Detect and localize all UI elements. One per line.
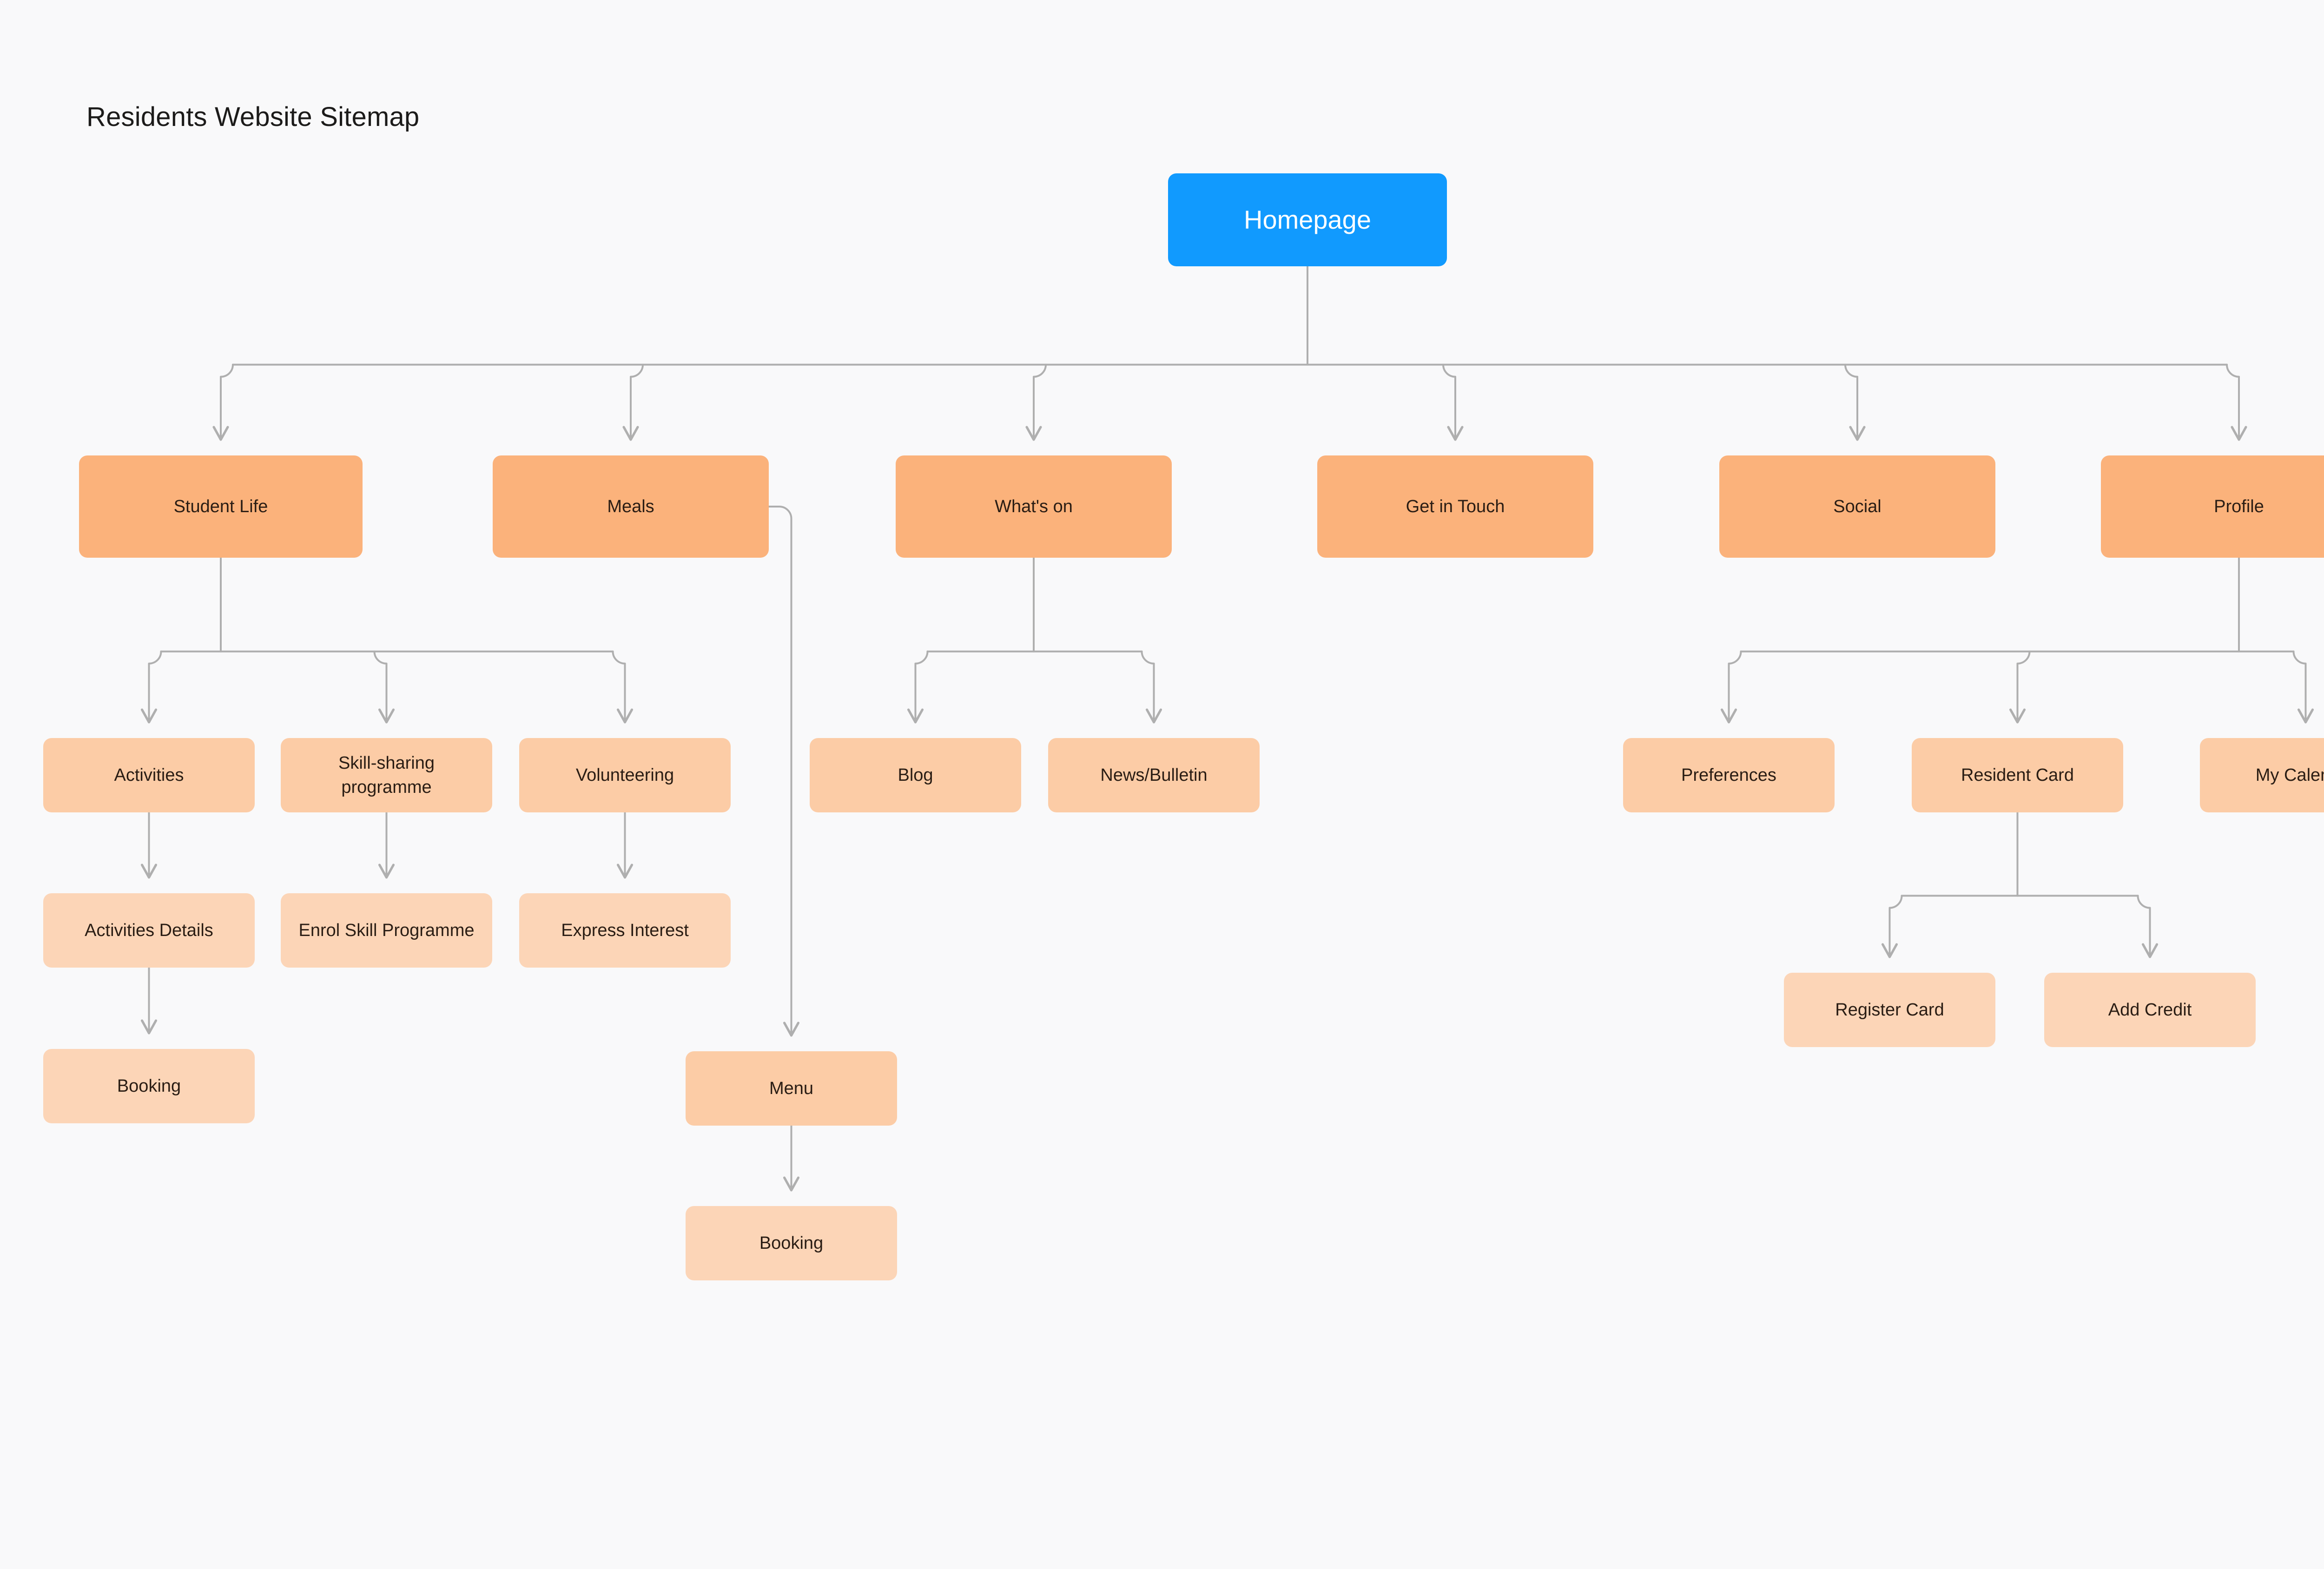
sitemap-node-label: Activities Details: [85, 920, 213, 940]
connector-profile-to-resident-card: [2009, 650, 2031, 724]
connector-homepage-to-whats-on: [1025, 363, 1047, 441]
sitemap-node-profile[interactable]: Profile: [2101, 455, 2324, 558]
connector-homepage-to-social: [1844, 363, 1866, 441]
sitemap-node-activities[interactable]: Activities: [43, 738, 255, 812]
sitemap-node-news-bulletin[interactable]: News/Bulletin: [1048, 738, 1260, 812]
sitemap-node-booking-menu[interactable]: Booking: [686, 1206, 897, 1280]
sitemap-node-resident-card[interactable]: Resident Card: [1912, 738, 2123, 812]
sitemap-node-label: Booking: [117, 1076, 181, 1096]
sitemap-node-label: Profile: [2214, 496, 2264, 516]
sitemap-node-label: Volunteering: [575, 765, 674, 785]
sitemap-node-label: Student Life: [173, 496, 268, 516]
page-title: Residents Website Sitemap: [86, 102, 420, 132]
connector-student-life-to-skill-sharing: [373, 650, 395, 724]
sitemap-node-label: Social: [1833, 496, 1882, 516]
sitemap-node-social[interactable]: Social: [1719, 455, 1995, 558]
sitemap-node-volunteering[interactable]: Volunteering: [519, 738, 731, 812]
sitemap-node-label: Meals: [607, 496, 654, 516]
sitemap-node-label: Blog: [898, 765, 933, 785]
sitemap-node-label: Resident Card: [1961, 765, 2074, 785]
sitemap-node-whats-on[interactable]: What's on: [896, 455, 1172, 558]
sitemap-node-blog[interactable]: Blog: [810, 738, 1021, 812]
sitemap-node-menu[interactable]: Menu: [686, 1051, 897, 1126]
connector-whats-on-to-news-bulletin: [1141, 650, 1162, 724]
sitemap-node-booking-activities[interactable]: Booking: [43, 1049, 255, 1123]
sitemap-node-preferences[interactable]: Preferences: [1623, 738, 1835, 812]
connector-homepage-to-get-in-touch: [1442, 363, 1464, 441]
sitemap-node-label: Add Credit: [2108, 1000, 2192, 1020]
connector-whats-on-to-blog: [907, 650, 929, 724]
sitemap-node-enrol-skill[interactable]: Enrol Skill Programme: [281, 893, 492, 968]
connector-resident-card-to-register-card: [1881, 895, 1903, 958]
sitemap-node-student-life[interactable]: Student Life: [79, 455, 363, 558]
sitemap-node-label: Skill-sharing programme: [338, 753, 435, 797]
connector-student-life-to-volunteering: [612, 650, 634, 724]
sitemap-node-register-card[interactable]: Register Card: [1784, 973, 1995, 1047]
sitemap-node-meals[interactable]: Meals: [493, 455, 769, 558]
connector-resident-card-to-add-credit: [2137, 895, 2159, 958]
sitemap-node-label: Preferences: [1681, 765, 1776, 785]
sitemap-node-activities-details[interactable]: Activities Details: [43, 893, 255, 968]
sitemap-node-label: Get in Touch: [1406, 496, 1505, 516]
sitemap-node-get-in-touch[interactable]: Get in Touch: [1317, 455, 1593, 558]
connector-meals-to-menu: [768, 506, 800, 1037]
sitemap-node-label: Menu: [769, 1078, 814, 1098]
sitemap-node-label: Homepage: [1244, 205, 1371, 235]
sitemap-node-express-interest[interactable]: Express Interest: [519, 893, 731, 968]
connector-student-life-to-activities: [140, 650, 162, 724]
sitemap-node-label: Activities: [114, 765, 184, 785]
connector-homepage-to-meals: [622, 363, 644, 441]
sitemap-node-my-calendar[interactable]: My Calendar: [2200, 738, 2324, 812]
sitemap-node-label: What's on: [995, 496, 1073, 516]
sitemap-node-label: Register Card: [1835, 1000, 1944, 1020]
sitemap-node-label: Enrol Skill Programme: [298, 920, 475, 940]
connector-profile-to-my-calendar: [2292, 650, 2314, 724]
sitemap-node-label: My Calendar: [2255, 765, 2324, 785]
sitemap-node-add-credit[interactable]: Add Credit: [2044, 973, 2256, 1047]
sitemap-node-skill-sharing[interactable]: Skill-sharing programme: [281, 738, 492, 812]
sitemap-node-label: Express Interest: [561, 920, 689, 940]
sitemap-node-label: Booking: [759, 1233, 824, 1253]
sitemap-node-homepage[interactable]: Homepage: [1168, 173, 1447, 266]
connector-homepage-to-profile: [2226, 363, 2247, 441]
sitemap-node-label: News/Bulletin: [1100, 765, 1208, 785]
connector-profile-to-preferences: [1720, 650, 1742, 724]
connector-homepage-to-student-life: [212, 363, 234, 441]
